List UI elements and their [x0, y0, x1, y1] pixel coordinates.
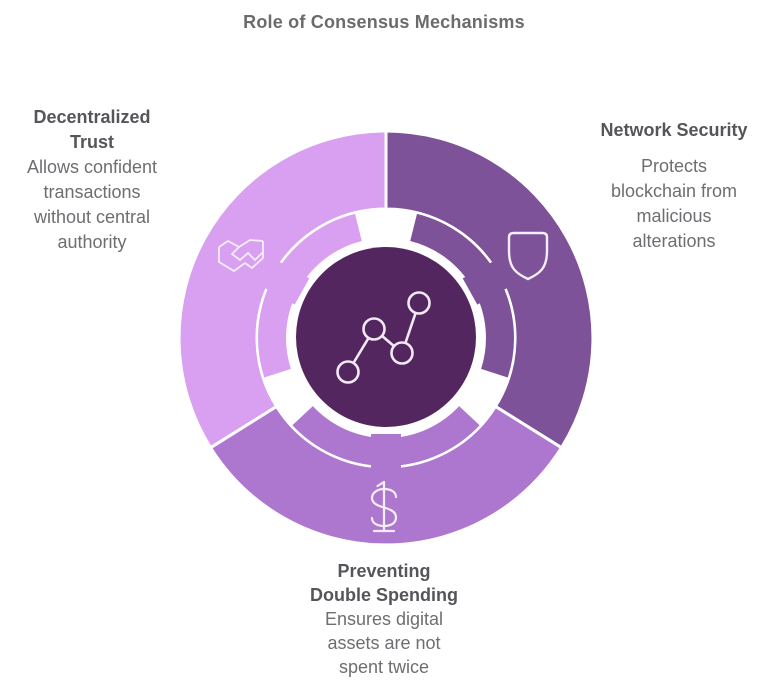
segment-heading-line: Double Spending [310, 585, 458, 605]
diagram-title: Role of Consensus Mechanisms [243, 12, 525, 32]
segment-body-line: Allows confident [26, 157, 158, 177]
segment-heading-line: Decentralized [33, 107, 151, 127]
segment-body-line: transactions [43, 182, 141, 202]
segment-body-line: malicious [636, 206, 712, 226]
handshake-icon [218, 239, 264, 273]
segment-body-line: authority [57, 232, 127, 252]
segment-heading-line: Trust [69, 132, 114, 152]
segment-body-line: Ensures digital [324, 609, 444, 629]
segment-network-security [384, 129, 595, 450]
segment-body-line: assets are not [327, 633, 441, 653]
inner-arc-network-security [409, 213, 514, 378]
shield-icon [507, 231, 549, 281]
segment-body-line: spent twice [338, 657, 430, 677]
segment-body-line: blockchain from [610, 181, 738, 201]
segment-heading-line: Preventing [337, 561, 431, 581]
label-network-security: Network Security Protects blockchain fro… [590, 118, 758, 254]
segment-body-line: alterations [632, 231, 716, 251]
inner-arc-preventing-double-spending [292, 405, 480, 466]
center-circle [296, 247, 476, 427]
label-preventing-double-spending: Preventing Double Spending Ensures digit… [274, 559, 494, 679]
label-decentralized-trust: Decentralized Trust Allows confident tra… [0, 105, 184, 255]
segment-body-line: Protects [640, 156, 708, 176]
segment-body-line: without central [33, 207, 151, 227]
trend-line-icon [336, 291, 431, 384]
segment-decentralized-trust [177, 129, 388, 450]
segment-heading-line: Network Security [600, 120, 748, 140]
dollar-icon [370, 480, 398, 533]
inner-arc-decentralized-trust [258, 213, 363, 378]
